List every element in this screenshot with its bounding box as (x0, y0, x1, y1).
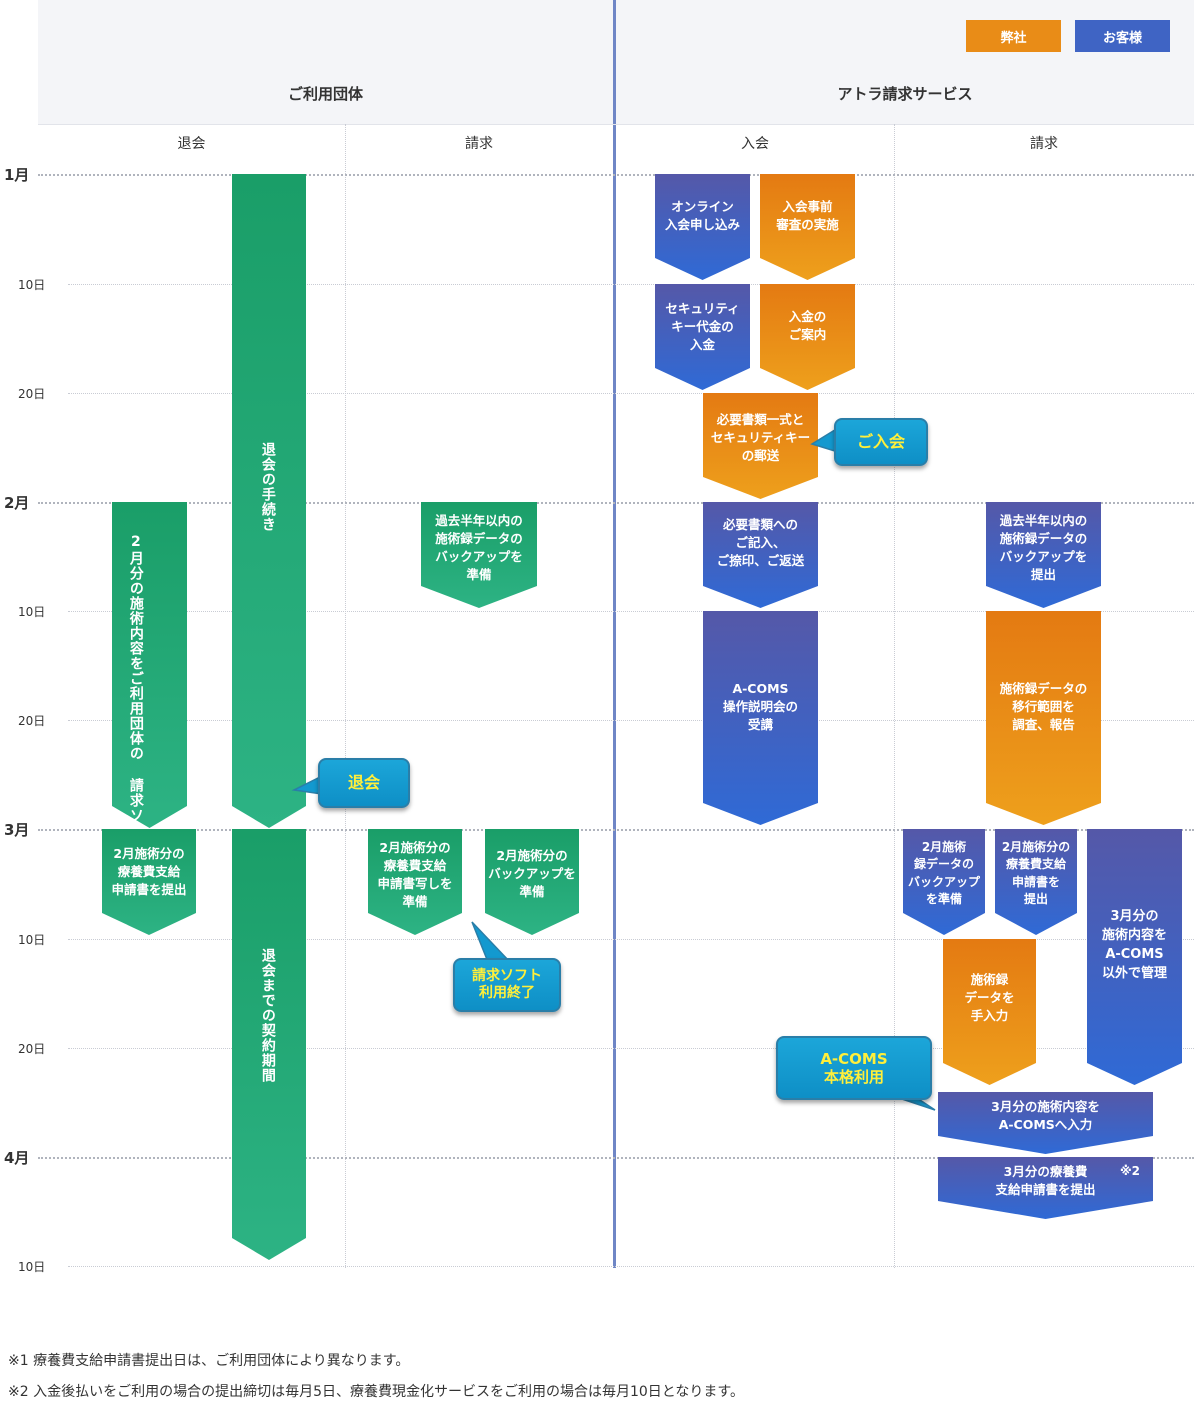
center-divider (613, 0, 616, 1268)
text-taikai-tetsuzuki: 退会の手続き (259, 442, 276, 532)
arrow-backup-junbi: 過去半年以内の 施術録データの バックアップを 準備 (421, 502, 537, 608)
arrow-keiyaku-kikan (232, 829, 306, 1260)
arrow-jizen-shinsa: 入会事前 審査の実施 (760, 174, 855, 280)
label-feb-10: 10日 (18, 605, 46, 619)
callout-taikai: 退会 (318, 758, 410, 808)
label-mar-10: 10日 (18, 933, 46, 947)
line-feb-20 (68, 720, 1194, 721)
callout-acoms: A-COMS 本格利用 (776, 1036, 932, 1100)
arrow-feb-shinsei-teishutsu2: 2月施術分の 療養費支給 申請書を 提出 (995, 829, 1077, 935)
line-mar-10 (68, 939, 1194, 940)
label-mar: 3月 (4, 821, 30, 839)
callout-tails (291, 426, 936, 1111)
arrow-setsumeikai: A-COMS 操作説明会の 受講 (703, 611, 818, 825)
arrow-shorui-kinyu: 必要書類への ご記入、 ご捺印、ご返送 (703, 502, 818, 608)
header-separator (38, 124, 1194, 125)
arrow-online-moushikomi: オンライン 入会申し込み (655, 174, 750, 280)
arrow-feb-backup-junbi: 2月施術分の バックアップを 準備 (485, 829, 579, 935)
label-jan-10: 10日 (18, 278, 46, 292)
label-feb: 2月 (4, 494, 30, 512)
label-jan: 1月 (4, 166, 30, 184)
label-apr: 4月 (4, 1149, 30, 1167)
label-mar-20: 20日 (18, 1042, 46, 1056)
arrow-mar-kanri: 3月分の 施術内容を A-COMS 以外で管理 (1087, 829, 1182, 1085)
arrow-shorui-yuso: 必要書類一式と セキュリティキー の郵送 (703, 393, 818, 499)
arrow-feb-nyuryoku (112, 502, 187, 828)
arrow-shinsei-utsushi: 2月施術分の 療養費支給 申請書写しを 準備 (368, 829, 462, 935)
arrow-taikai-tetsuzuki (232, 174, 306, 828)
line-feb-10 (68, 611, 1194, 612)
subheader-seikyu-right: 請求 (1030, 136, 1058, 152)
line-apr (38, 1157, 1194, 1159)
footnote-2: ※2 入金後払いをご利用の場合の提出締切は毎月5日、療養費現金化サービスをご利用… (8, 1384, 744, 1400)
note2-mark: ※2 (1120, 1164, 1141, 1178)
line-jan-20 (68, 393, 1194, 394)
line-jan-10 (68, 284, 1194, 285)
tail-soft-end (471, 921, 512, 963)
line-mar (38, 829, 1194, 831)
arrow-te-nyuryoku: 施術録 データを 手入力 (943, 939, 1036, 1085)
arrow-nyukin-annai: 入金の ご案内 (760, 284, 855, 390)
footnote-1: ※1 療養費支給申請書提出日は、ご利用団体により異なります。 (8, 1353, 410, 1369)
line-mar-20 (68, 1048, 1194, 1049)
callout-nyukai: ご入会 (834, 418, 928, 466)
text-feb-nyuryoku: 2月分の施術内容をご利用団体の 請求ソフトへ入力 (127, 534, 144, 898)
arrow-feb-roku-backup: 2月施術 録データの バックアップ を準備 (903, 829, 985, 935)
legend-company: 弊社 (966, 20, 1061, 52)
label-feb-20: 20日 (18, 714, 46, 728)
arrow-backup-teishutsu: 過去半年以内の 施術録データの バックアップを 提出 (986, 502, 1101, 608)
arrow-iko-chosa: 施術録データの 移行範囲を 調査、報告 (986, 611, 1101, 825)
group-header-service: アトラ請求サービス (837, 85, 973, 103)
label-jan-20: 20日 (18, 387, 46, 401)
subheader-nyukai: 入会 (741, 136, 769, 152)
subheader-seikyu-left: 請求 (465, 136, 493, 152)
callout-soft-end: 請求ソフト 利用終了 (453, 958, 561, 1012)
arrow-mar-acoms-nyuryoku: 3月分の施術内容を A-COMSへ入力 (938, 1092, 1153, 1154)
text-keiyaku-kikan: 退会までの契約期間 (259, 948, 276, 1083)
legend-customer: お客様 (1075, 20, 1170, 52)
arrow-security-nyukin: セキュリティ キー代金の 入金 (655, 284, 750, 390)
arrow-feb-shinsei-teishutsu: 2月施術分の 療養費支給 申請書を提出 (102, 829, 196, 935)
group-header-organization: ご利用団体 (287, 85, 363, 103)
column-divider-right (894, 124, 895, 1268)
line-feb (38, 502, 1194, 504)
column-divider-left (345, 124, 346, 1268)
line-jan (38, 174, 1194, 176)
line-apr-10 (68, 1266, 1194, 1267)
subheader-taikai: 退会 (177, 136, 206, 152)
label-apr-10: 10日 (18, 1260, 46, 1274)
